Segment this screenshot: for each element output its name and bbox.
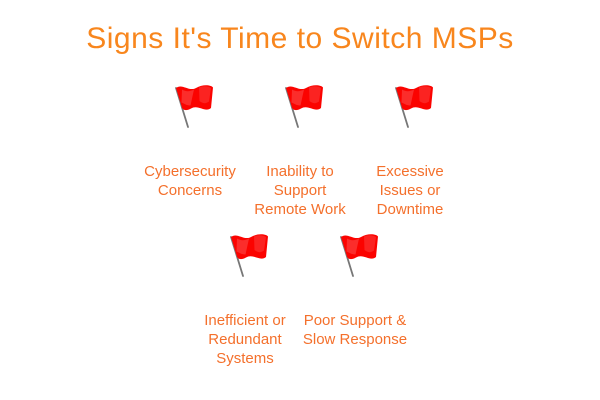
label-line: Issues or <box>379 182 441 199</box>
red-flag-icon <box>230 234 268 277</box>
flag-cloth <box>286 85 323 111</box>
flag-item-inefficient-or-redundant-systems: Inefficient or Redundant Systems <box>165 231 325 368</box>
flag-highlight <box>309 86 321 104</box>
red-flag-icon <box>175 85 213 128</box>
flag-cloth <box>231 234 268 260</box>
red-flag-icon <box>395 85 433 128</box>
flag-item-excessive-issues-or-downtime: Excessive Issues or Downtime <box>330 82 490 219</box>
flag-highlight <box>199 86 211 104</box>
flag-highlight <box>346 238 359 255</box>
flag-item-poor-support-slow-response: Poor Support & Slow Response <box>275 231 435 349</box>
label-line: Support <box>273 182 327 199</box>
label-line: Redundant <box>208 331 282 348</box>
label-line: Excessive <box>376 163 444 180</box>
label-line: Concerns <box>157 182 223 199</box>
page-title: Signs It's Time to Switch MSPs <box>86 22 514 55</box>
flag-highlight <box>364 235 376 253</box>
label-line: Systems <box>216 350 274 367</box>
label-line: Inefficient or <box>204 312 286 329</box>
flag-highlight <box>236 238 249 255</box>
label-line: Cybersecurity <box>144 163 236 180</box>
flag-highlight <box>401 89 414 106</box>
flag-item-label: Inability to Support Remote Work <box>254 162 345 219</box>
flag-item-label: Excessive Issues or Downtime <box>376 162 444 219</box>
label-line: Poor Support & <box>303 312 407 329</box>
flag-cloth <box>176 85 213 111</box>
flag-item-cybersecurity-concerns: Cybersecurity Concerns <box>110 82 270 200</box>
red-flag-icon <box>340 234 378 277</box>
flag-highlight <box>254 235 266 253</box>
flag-highlight <box>291 89 304 106</box>
label-line: Inability to <box>266 163 334 180</box>
label-line: Remote Work <box>254 201 346 218</box>
red-flag-icon <box>285 85 323 128</box>
flag-item-inability-to-support-remote-work: Inability to Support Remote Work <box>220 82 380 219</box>
flag-item-label: Inefficient or Redundant Systems <box>204 311 285 368</box>
label-line: Slow Response <box>302 331 408 348</box>
flag-item-label: Poor Support & Slow Response <box>303 311 407 349</box>
flag-highlight <box>419 86 431 104</box>
flag-item-label: Cybersecurity Concerns <box>144 162 236 200</box>
flag-highlight <box>181 89 194 106</box>
flag-cloth <box>341 234 378 260</box>
label-line: Downtime <box>376 201 444 218</box>
flag-cloth <box>396 85 433 111</box>
